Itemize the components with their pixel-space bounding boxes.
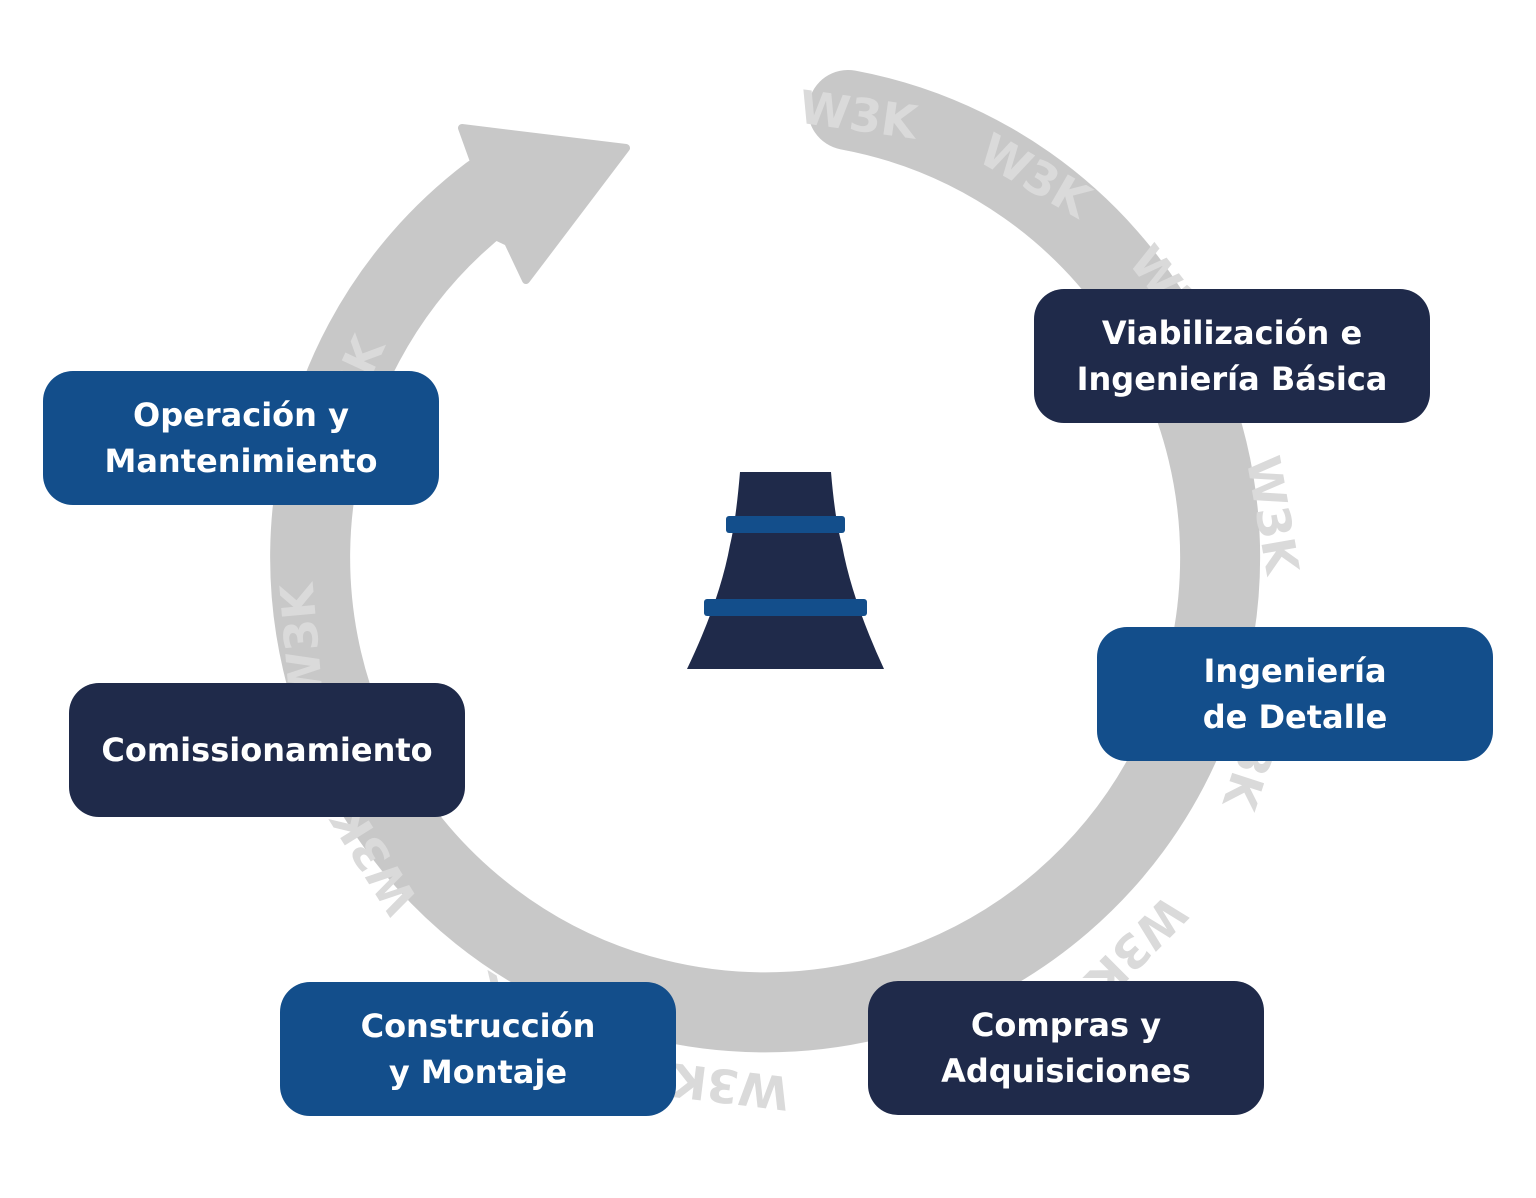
stage-operacion-line-1: Operación y bbox=[133, 396, 349, 434]
stage-construccion-line-2: y Montaje bbox=[388, 1053, 568, 1091]
watermark-text: W3K bbox=[666, 1052, 792, 1120]
stage-operacion-line-2: Mantenimiento bbox=[104, 442, 378, 480]
stage-ingenieria-detalle-line-2: de Detalle bbox=[1202, 698, 1388, 736]
stage-construccion: Construcción y Montaje bbox=[280, 982, 676, 1116]
stage-compras-line-2: Adquisiciones bbox=[941, 1052, 1191, 1090]
stage-viabilizacion: Viabilización e Ingeniería Básica bbox=[1034, 289, 1430, 423]
stage-ingenieria-detalle: Ingeniería de Detalle bbox=[1097, 627, 1493, 761]
stage-comissionamiento-line-1: Comissionamiento bbox=[101, 731, 433, 769]
stage-compras-line-1: Compras y bbox=[970, 1006, 1162, 1044]
stage-viabilizacion-line-2: Ingeniería Básica bbox=[1076, 360, 1388, 398]
stage-viabilizacion-line-1: Viabilización e bbox=[1101, 314, 1363, 352]
stage-construccion-line-1: Construcción bbox=[360, 1007, 596, 1045]
stage-compras: Compras y Adquisiciones bbox=[868, 981, 1264, 1115]
cycle-arrowhead-icon bbox=[426, 124, 630, 284]
cooling-tower-icon bbox=[687, 472, 884, 669]
stage-comissionamiento: Comissionamiento bbox=[69, 683, 465, 817]
stage-operacion: Operación y Mantenimiento bbox=[43, 371, 439, 505]
stage-ingenieria-detalle-line-1: Ingeniería bbox=[1203, 652, 1387, 690]
